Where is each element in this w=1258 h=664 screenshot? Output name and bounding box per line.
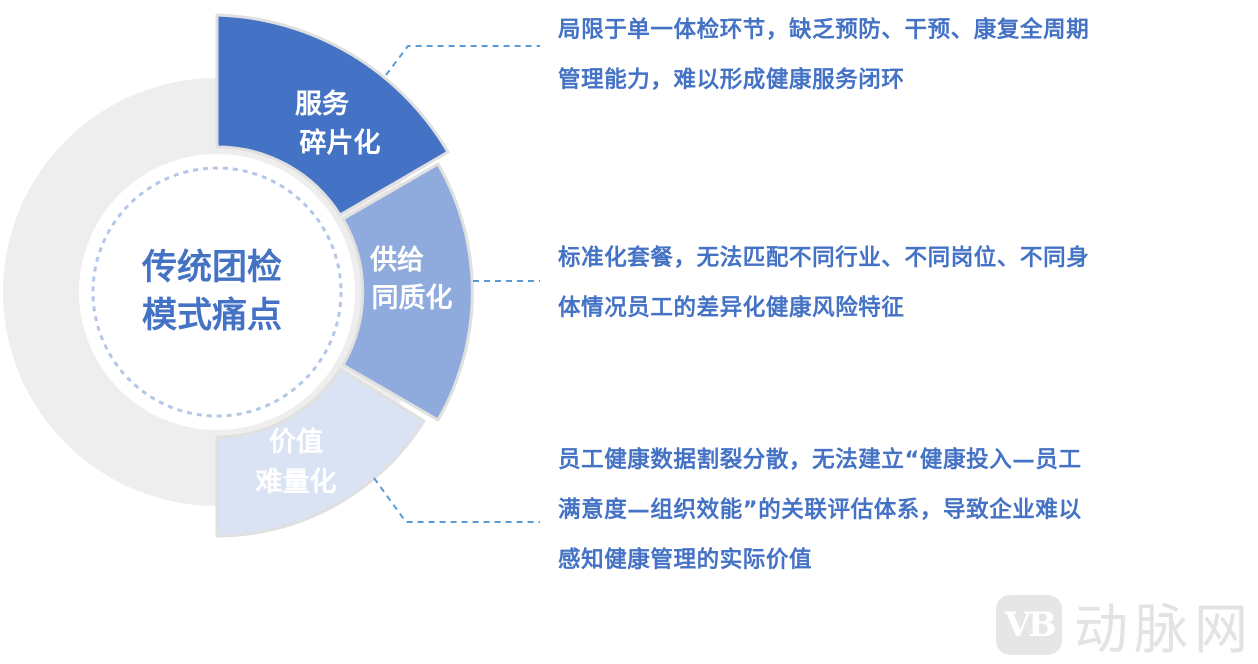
center-title-line1: 传统团检 xyxy=(141,248,282,288)
segment-value-unquantifiable xyxy=(215,367,426,538)
dashed-circle xyxy=(91,166,343,418)
segment-label-3b: 难量化 xyxy=(255,467,337,498)
description-line: 管理能力，难以形成健康服务闭环 xyxy=(558,67,905,93)
description-supply-homogenization: 标准化套餐，无法匹配不同行业、不同岗位、不同身 体情况员工的差异化健康风险特征 xyxy=(558,233,1089,333)
leader-line-1 xyxy=(385,45,540,76)
watermark: VB 动脉网 xyxy=(996,585,1254,664)
description-line: 局限于单一体检环节，缺乏预防、干预、康复全周期 xyxy=(558,17,1090,43)
leader-line-3 xyxy=(373,477,540,523)
description-service-fragmentation: 局限于单一体检环节，缺乏预防、干预、康复全周期 管理能力，难以形成健康服务闭环 xyxy=(558,5,1089,105)
segment-supply-homogenization xyxy=(341,162,474,422)
segment-label-2a: 供给 xyxy=(369,245,424,276)
segment-service-fragmentation xyxy=(215,13,450,217)
pain-point-diagram: 传统团检 模式痛点 服务 碎片化 供给 同质化 价值 难量化 xyxy=(3,13,540,538)
center-title-line2: 模式痛点 xyxy=(142,296,282,336)
description-value-unquantifiable: 员工健康数据割裂分散，无法建立“健康投入—员工 满意度—组织效能”的关联评估体系… xyxy=(558,435,1082,585)
segment-label-2b: 同质化 xyxy=(372,283,453,314)
description-line: 感知健康管理的实际价值 xyxy=(558,547,813,573)
segment-label-1a: 服务 xyxy=(295,89,349,120)
vb-logo-icon: VB xyxy=(996,594,1062,655)
description-line: 满意度—组织效能”的关联评估体系，导致企业难以 xyxy=(558,497,1082,523)
description-line: 员工健康数据割裂分散，无法建立“健康投入—员工 xyxy=(558,447,1082,473)
center-circle xyxy=(79,154,355,430)
watermark-text: 动脉网 xyxy=(1074,598,1254,661)
description-line: 标准化套餐，无法匹配不同行业、不同岗位、不同身 xyxy=(558,245,1090,271)
segment-label-1b: 碎片化 xyxy=(300,128,381,159)
segment-label-3a: 价值 xyxy=(269,427,323,458)
description-line: 体情况员工的差异化健康风险特征 xyxy=(558,295,905,321)
